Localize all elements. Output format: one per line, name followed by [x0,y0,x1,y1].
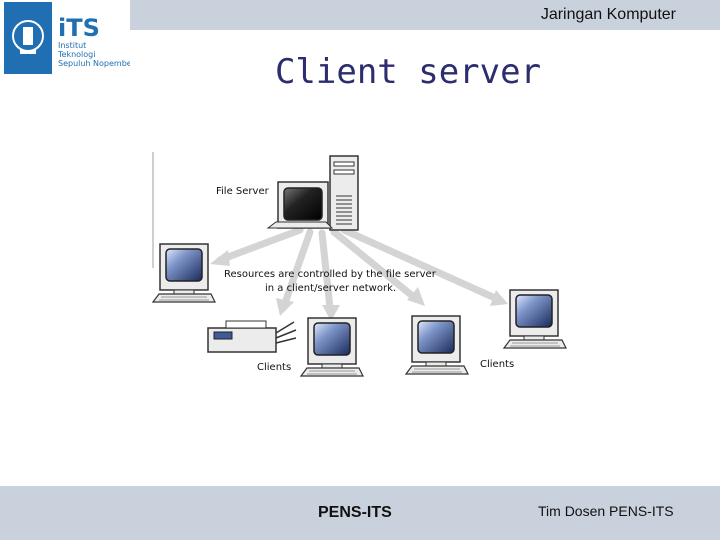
caption-line-1: Resources are controlled by the file ser… [224,269,437,280]
its-logo: iTS Institut Teknologi Sepuluh Nopember [4,2,136,74]
connection-arrows [216,226,499,312]
footer-right-text: Tim Dosen PENS-ITS [538,503,674,519]
file-server-icon [266,155,359,231]
printer-icon [207,320,297,353]
footer-left-text: PENS-ITS [318,504,392,521]
logo-line2: Teknologi [57,50,95,59]
clients-label-right: Clients [480,359,514,370]
client-computer-middle [300,317,364,377]
slide-title: Client server [274,52,542,92]
client-computer-left [152,243,216,303]
logo-acronym: iTS [58,14,100,42]
client-computer-far-right [503,289,567,349]
footer-bar: PENS-ITS Tim Dosen PENS-ITS [0,486,720,540]
header-bar: Jaringan Komputer [130,0,720,30]
caption-line-2: in a client/server network. [265,283,396,294]
course-title: Jaringan Komputer [540,6,676,23]
clients-label-left: Clients [257,362,291,373]
file-server-label: File Server [216,186,270,197]
client-server-diagram: File Server Resources are controlled by … [150,148,580,388]
logo-line1: Institut [58,41,86,50]
client-computer-right-middle [405,315,469,375]
logo-line3: Sepuluh Nopember [58,59,130,68]
